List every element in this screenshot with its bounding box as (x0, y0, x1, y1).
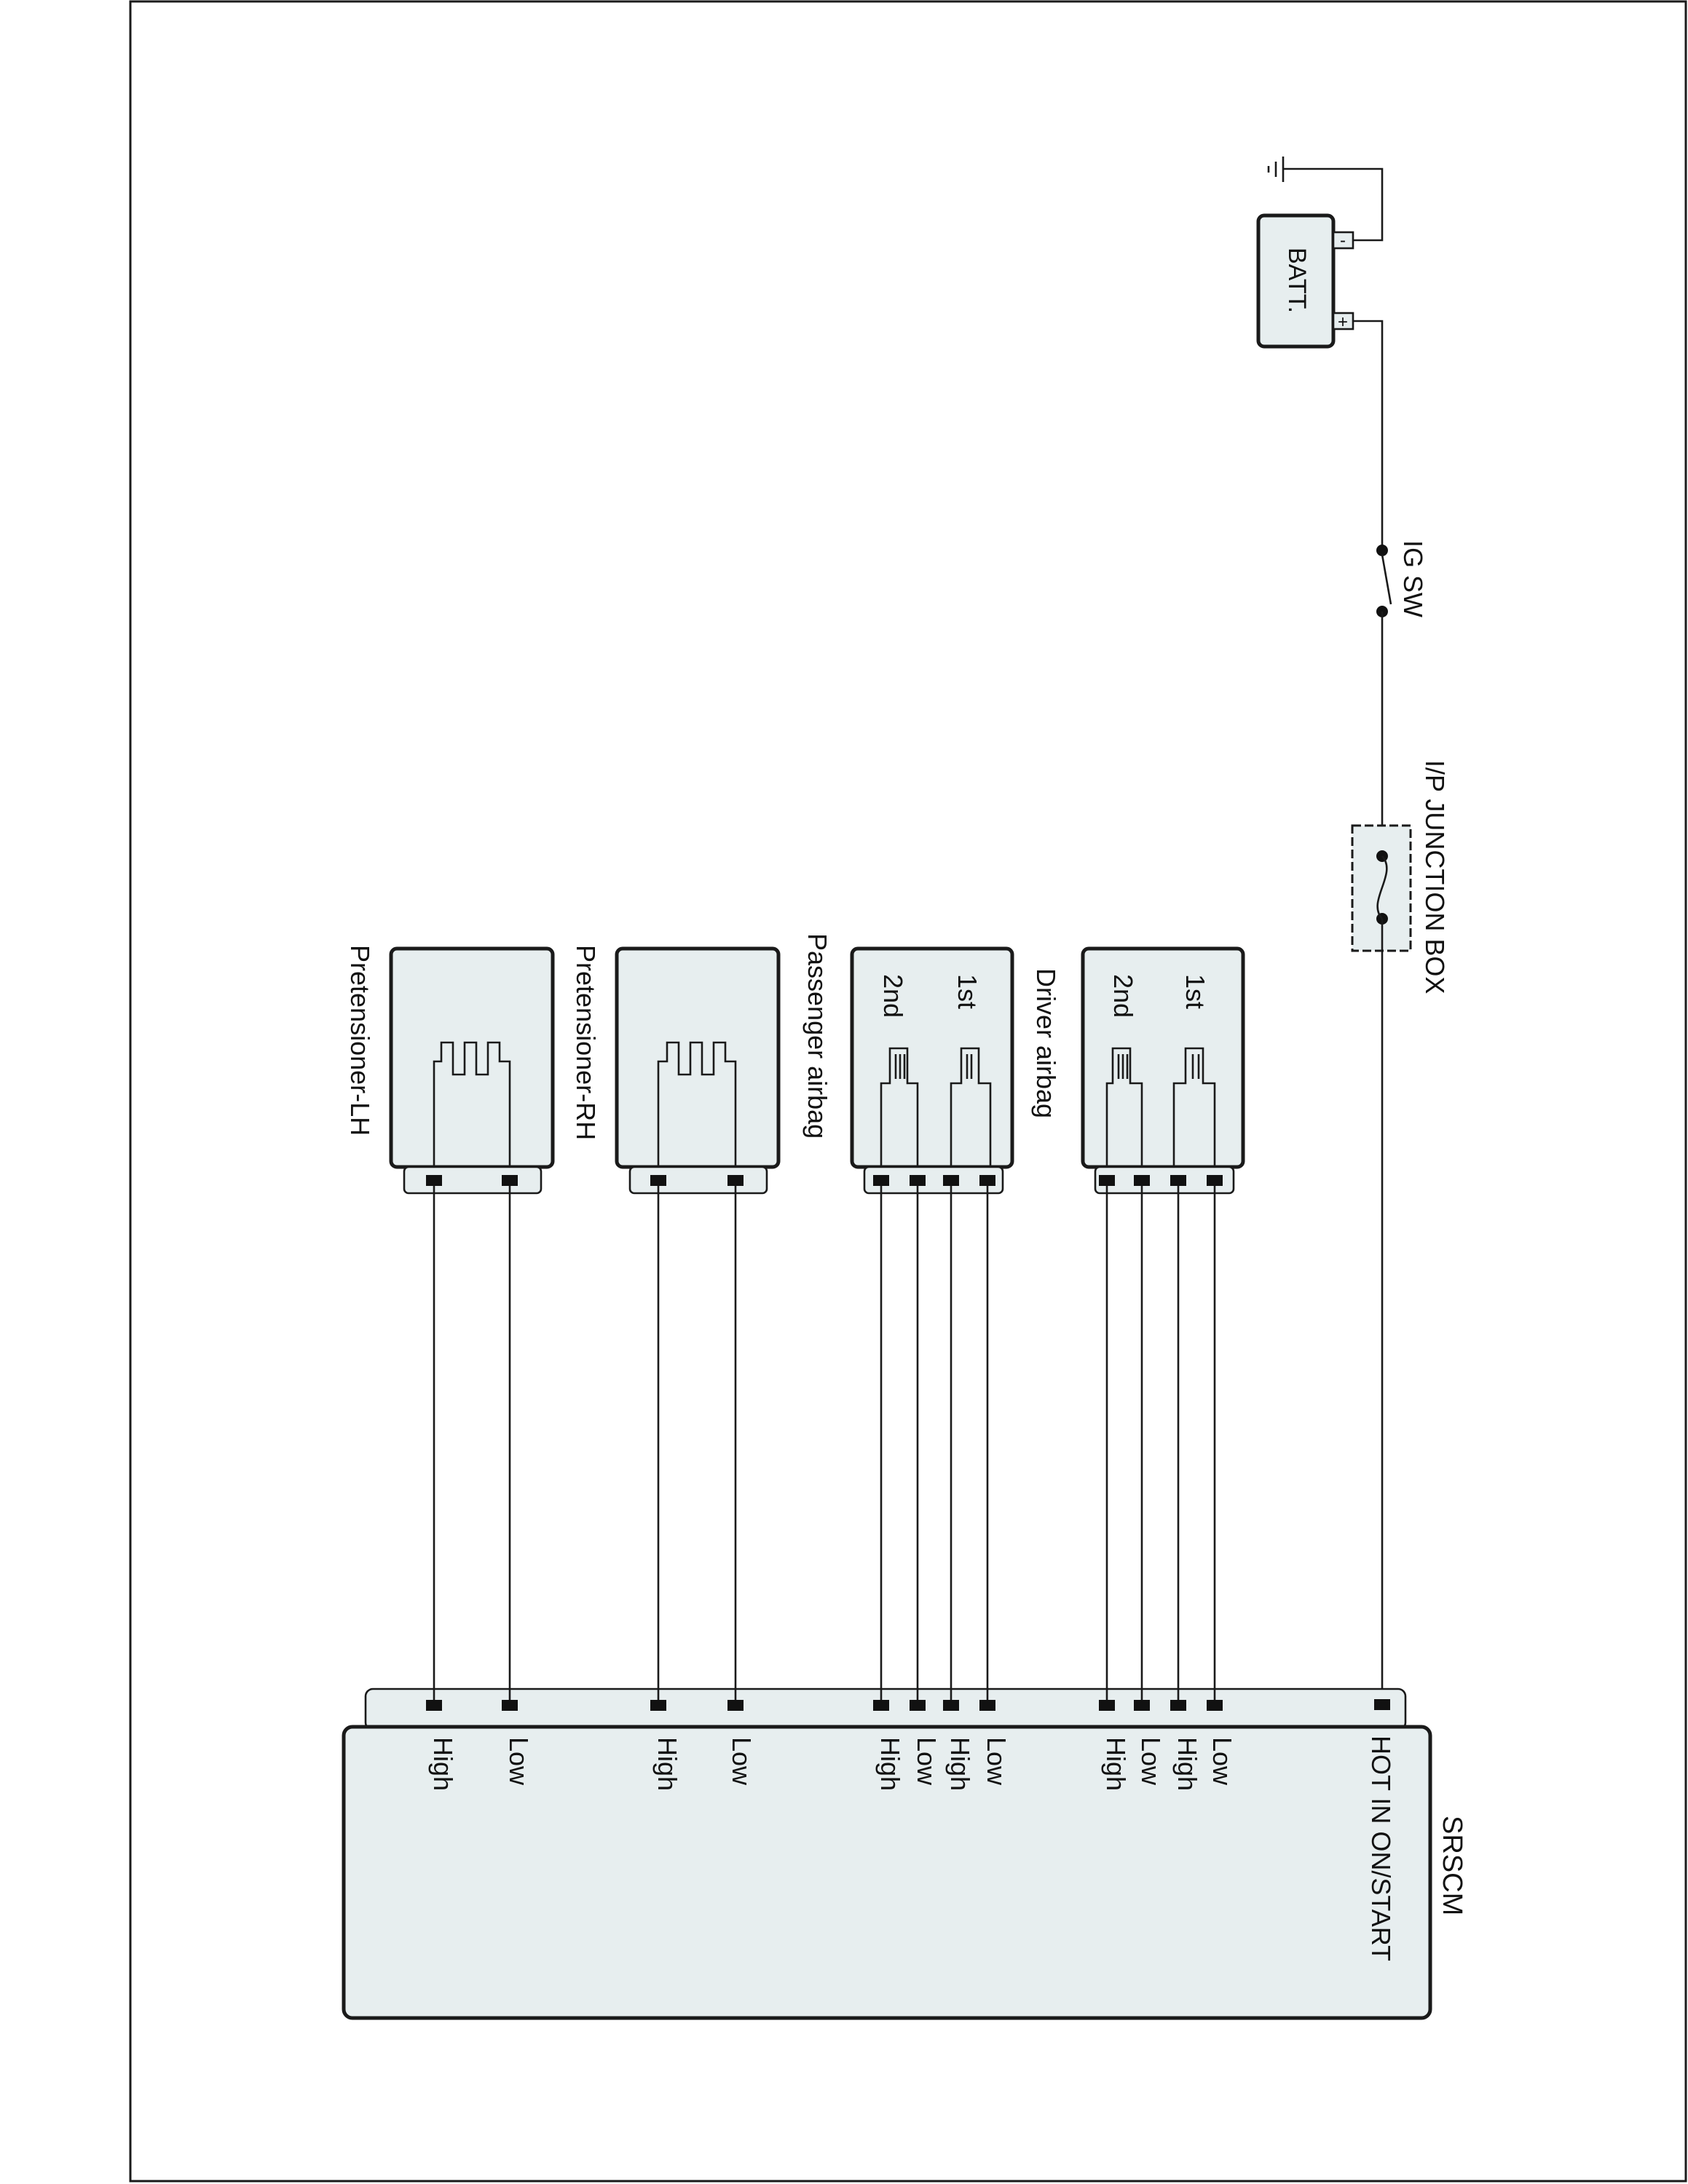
connector-pin (1134, 1700, 1150, 1711)
connector-pin (943, 1700, 959, 1711)
srscm-pin-label: High (428, 1737, 458, 1791)
connector-pin (650, 1175, 666, 1186)
ignition-switch (1376, 545, 1392, 617)
connector-pin (1134, 1175, 1150, 1186)
connector-pin (1207, 1175, 1223, 1186)
connector-pin (727, 1700, 744, 1711)
connector-pin (979, 1700, 995, 1711)
connector-pin (943, 1175, 959, 1186)
connector-pin (910, 1175, 926, 1186)
passenger-airbag-label: Passenger airbag (802, 933, 832, 1139)
srscm-pin-label: Low (727, 1737, 757, 1786)
connector-pin (502, 1175, 518, 1186)
srscm-label: SRSCM (1437, 1816, 1467, 1915)
connector-pin (727, 1175, 744, 1186)
srscm-pin-label: Low (504, 1737, 534, 1786)
connector-pin (873, 1700, 889, 1711)
srscm-pin-label: High (1101, 1737, 1131, 1791)
srscm-pin-labels: Low High Low High Low High Low High Low … (428, 1737, 1237, 1791)
ground-icon (1267, 157, 1285, 182)
srscm-module (342, 1725, 1432, 2020)
ignition-switch-label: IG SW (1398, 540, 1428, 617)
pretensioner-lh (389, 946, 555, 1195)
pretensioner-rh-label: Pretensioner-RH (571, 945, 601, 1140)
harness-wires (426, 1175, 1223, 1711)
driver-airbag-label: Driver airbag (1031, 968, 1061, 1118)
srscm-pin-label: High (652, 1737, 682, 1791)
pretensioner-lh-label: Pretensioner-LH (345, 945, 375, 1136)
connector-pin (979, 1175, 995, 1186)
srscm-pin-label: Low (1136, 1737, 1166, 1786)
page-frame (129, 0, 1687, 2183)
battery (1256, 213, 1336, 349)
connector-pin (873, 1175, 889, 1186)
battery-neg-symbol: - (1340, 231, 1346, 250)
connector-pin (426, 1700, 442, 1711)
connector-pin (502, 1700, 518, 1711)
passenger-airbag (850, 946, 1014, 1195)
connector-pin (650, 1700, 666, 1711)
connector-pin (1207, 1700, 1223, 1711)
pretensioner-rh (615, 946, 781, 1195)
driver-airbag (1081, 946, 1245, 1195)
connector-pin (1099, 1175, 1115, 1186)
driver-airbag-stage-1: 1st (1180, 974, 1210, 1009)
connector-pin (1099, 1700, 1115, 1711)
battery-pos-symbol: + (1338, 312, 1348, 332)
srscm-pin-label: High (945, 1737, 975, 1791)
junction-box-label: I/P JUNCTION BOX (1420, 760, 1450, 994)
srscm-pin-label: Low (982, 1737, 1011, 1786)
connector-pin (1170, 1175, 1186, 1186)
srscm-pin-label: High (1172, 1737, 1202, 1791)
srscm-power-pin-label: HOT IN ON/START (1366, 1736, 1396, 1961)
srscm-pin-label: Low (1207, 1737, 1237, 1786)
battery-label: BATT. (1283, 248, 1311, 313)
passenger-airbag-stage-1: 1st (953, 974, 982, 1009)
srscm-pin-label: High (875, 1737, 905, 1791)
connector-pin (1170, 1700, 1186, 1711)
srscm-pin-label: Low (912, 1737, 942, 1786)
connector-pin (910, 1700, 926, 1711)
connector-pin (426, 1175, 442, 1186)
passenger-airbag-stage-2: 2nd (878, 974, 908, 1018)
driver-airbag-stage-2: 2nd (1108, 974, 1138, 1018)
